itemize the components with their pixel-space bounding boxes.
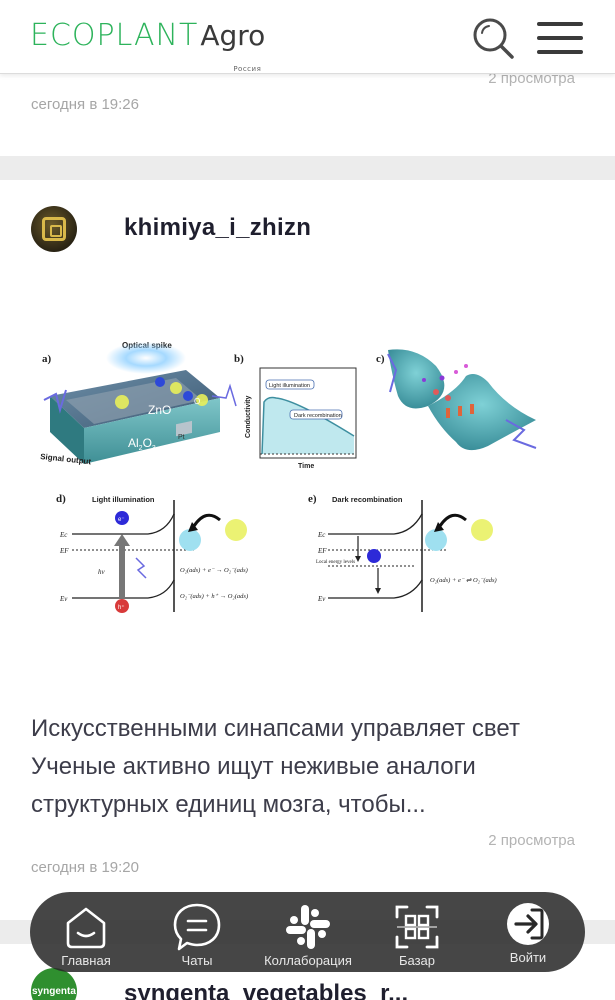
- figure-text: ZnO: [148, 403, 171, 417]
- home-icon: [66, 907, 106, 949]
- nav-item-home[interactable]: Главная: [36, 892, 136, 972]
- post-card[interactable]: khimiya_i_zhizn: [0, 180, 615, 920]
- post-image[interactable]: a) Optical spike ZnO Al2O3 Pt O Signal o…: [36, 336, 554, 616]
- bottom-nav: Главная Чаты Коллаборация: [30, 892, 585, 972]
- figure-text: Ec: [59, 531, 68, 539]
- chat-icon: [173, 903, 221, 951]
- nav-label: Войти: [509, 950, 547, 965]
- figure-text: Conductivity: [245, 396, 252, 438]
- logo-agro-text: Agro Россия: [200, 19, 266, 73]
- menu-bar: [537, 36, 583, 40]
- figure-text: Ev: [59, 595, 68, 603]
- panel-label: b): [234, 353, 244, 365]
- post-text[interactable]: Искусственными синапсами управляет свет …: [31, 710, 591, 824]
- menu-bar: [537, 22, 583, 26]
- figure-text: Dark recombination: [332, 495, 403, 504]
- author-avatar[interactable]: [31, 206, 77, 252]
- logo-main-text: ECOPLANT: [30, 18, 199, 53]
- ecoplant-agro-logo[interactable]: ECOPLANT Agro Россия: [30, 18, 266, 74]
- figure-text: Al2O3: [128, 436, 156, 452]
- nav-label: Главная: [61, 953, 111, 968]
- scan-icon: [395, 905, 439, 949]
- post-views: 2 просмотра: [488, 832, 575, 849]
- panel-label: e): [308, 493, 317, 505]
- nav-item-login[interactable]: Войти: [478, 892, 578, 972]
- figure-text: Local energy levels: [316, 560, 355, 565]
- nav-item-chats[interactable]: Чаты: [147, 892, 247, 972]
- nav-label: Коллаборация: [264, 953, 352, 968]
- nav-item-collaboration[interactable]: Коллаборация: [258, 892, 358, 972]
- logo-agro-word: Agro: [200, 19, 266, 52]
- login-icon: [507, 903, 549, 945]
- menu-button[interactable]: [537, 20, 585, 56]
- figure-text: Time: [298, 463, 314, 470]
- nav-label: Чаты: [181, 953, 213, 968]
- search-button[interactable]: [471, 16, 515, 60]
- figure-text: O₂⁻(ads) + h⁺ → O₂(ads): [180, 593, 248, 600]
- post-text-line: структурных единиц мозга, чтобы...: [31, 791, 426, 818]
- slack-icon: [286, 905, 330, 949]
- panel-label: c): [376, 353, 385, 365]
- post-text-line: Ученые активно ищут неживые аналоги: [31, 753, 476, 780]
- author-avatar[interactable]: syngenta: [31, 968, 77, 1000]
- figure-text: e⁻: [118, 517, 125, 523]
- author-name[interactable]: syngenta_vegetables_r...: [124, 980, 409, 1000]
- figure-text: O₂(ads) + e⁻ → O₂⁻(ads): [180, 567, 248, 574]
- figure-text: EF: [317, 547, 327, 555]
- figure-text: hν: [98, 568, 106, 576]
- figure-text: Ec: [317, 531, 326, 539]
- figure-text: O: [194, 397, 200, 406]
- figure-text: EF: [59, 547, 69, 555]
- nav-label: Базар: [398, 953, 436, 968]
- avatar-text: syngenta: [32, 986, 76, 997]
- figure-text: Dark recombination: [294, 413, 342, 419]
- logo-region-text: Россия: [233, 65, 262, 73]
- nav-item-bazaar[interactable]: Базар: [367, 892, 467, 972]
- figure-text: Ev: [317, 595, 326, 603]
- post-time: сегодня в 19:26: [31, 96, 139, 113]
- post-views: 2 просмотра: [488, 70, 575, 87]
- panel-label: d): [56, 493, 66, 505]
- top-header: ECOPLANT Agro Россия: [0, 0, 615, 74]
- figure-text: Light illumination: [92, 495, 155, 504]
- menu-bar: [537, 50, 583, 54]
- figure-text: Light illumination: [269, 383, 310, 389]
- search-icon: [473, 18, 514, 59]
- avatar-logo-icon: [42, 217, 66, 241]
- author-name[interactable]: khimiya_i_zhizn: [124, 214, 312, 241]
- figure-text: Pt: [178, 434, 185, 441]
- figure-text: O₂(ads) + e⁻ ⇌ O₂⁻(ads): [430, 577, 497, 584]
- panel-label: a): [42, 353, 52, 365]
- figure-text: h⁺: [118, 604, 125, 611]
- post-card[interactable]: 2 просмотра сегодня в 19:26: [0, 70, 615, 156]
- post-time: сегодня в 19:20: [31, 859, 139, 876]
- post-text-line: Искусственными синапсами управляет свет: [31, 715, 520, 742]
